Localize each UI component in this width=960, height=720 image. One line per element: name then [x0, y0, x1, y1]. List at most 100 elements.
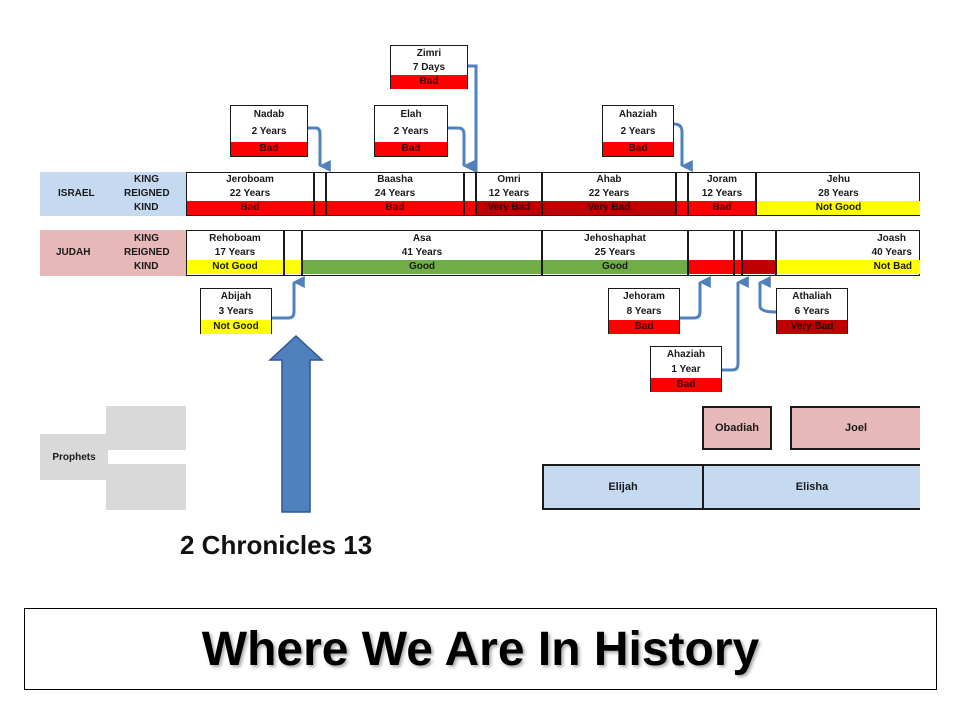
israel-row-label-kind: KIND: [134, 202, 159, 213]
israel-king-joram: Joram 12 Years Bad: [688, 172, 756, 216]
callout-name: Nadab: [253, 109, 285, 120]
callout-years: 2 Years: [251, 126, 287, 137]
callout-athaliah: Athaliah 6 Years Very Bad: [776, 288, 848, 334]
connector-arrows: [268, 64, 777, 513]
king-name: Ahab: [596, 174, 622, 185]
judah-gap-abijah: [284, 230, 302, 276]
israel-label: ISRAEL: [58, 188, 95, 199]
king-years: 22 Years: [588, 188, 630, 199]
king-name: Joram: [706, 174, 737, 185]
ahaziah-kind-strip: [735, 260, 741, 274]
callout-name: Abijah: [220, 291, 252, 302]
prophets-label-box: Prophets: [40, 434, 108, 480]
israel-gap-ahaziah: [676, 172, 688, 216]
judah-king-rehoboam: Rehoboam 17 Years Not Good: [186, 230, 284, 276]
callout-jehoram: Jehoram 8 Years Bad: [608, 288, 680, 334]
judah-row-label-king: KING: [134, 233, 159, 244]
judah-label: JUDAH: [56, 247, 91, 258]
ahaziah-kind-strip: [677, 201, 687, 215]
jehoram-kind-strip: [689, 260, 733, 274]
arrow-nadab: [308, 126, 331, 172]
israel-gap-nadab: [314, 172, 326, 216]
judah-king-joash: Joash 40 Years Not Bad: [776, 230, 920, 276]
judah-king-asa: Asa 41 Years Good: [302, 230, 542, 276]
callout-elah: Elah 2 Years Bad: [374, 105, 448, 157]
page-title: Where We Are In History: [201, 622, 760, 676]
big-up-arrow: [268, 334, 324, 513]
prophet-elisha: Elisha: [702, 464, 920, 510]
callout-ahaziah-israel: Ahaziah 2 Years Bad: [602, 105, 674, 157]
callout-kind: Bad: [391, 75, 467, 89]
king-name: Asa: [412, 233, 432, 244]
scripture-reference: 2 Chronicles 13: [180, 530, 373, 560]
king-years: 28 Years: [818, 188, 859, 199]
title-box: Where We Are In History: [24, 608, 937, 690]
israel-king-omri: Omri 12 Years Very Bad: [476, 172, 542, 216]
callout-years: 6 Years: [794, 306, 830, 317]
king-kind: Not Good: [757, 201, 920, 215]
callout-kind: Bad: [231, 142, 307, 156]
nadab-kind-strip: [315, 201, 325, 215]
king-years: 12 Years: [488, 188, 530, 199]
prophet-elijah: Elijah: [542, 464, 704, 510]
israel-king-baasha: Baasha 24 Years Bad: [326, 172, 464, 216]
king-name: Omri: [497, 174, 521, 185]
israel-king-jehu: Jehu 28 Years Not Good: [756, 172, 920, 216]
prophets-label: Prophets: [52, 451, 96, 463]
king-kind: Bad: [187, 201, 313, 215]
arrow-ahaziah-israel: [673, 122, 693, 172]
king-name: Jehu: [826, 174, 851, 185]
callout-years: 2 Years: [393, 126, 429, 137]
callout-name: Ahaziah: [666, 349, 706, 360]
king-kind: Very Bad: [543, 201, 675, 215]
israel-row-label-reigned: REIGNED: [124, 188, 170, 199]
king-name: Jehoshaphat: [584, 233, 646, 244]
arrow-ahaziah-judah: [722, 276, 749, 372]
athaliah-kind-strip: [743, 260, 775, 274]
king-years: 25 Years: [594, 247, 636, 258]
arrow-abijah: [272, 276, 305, 320]
callout-zimri: Zimri 7 Days Bad: [390, 45, 468, 89]
callout-kind: Bad: [609, 320, 679, 334]
callout-kind: Not Good: [201, 320, 271, 334]
prophet-name: Elijah: [608, 481, 638, 493]
king-kind: Not Good: [187, 260, 283, 274]
callout-name: Ahaziah: [618, 109, 658, 120]
abijah-kind-strip: [285, 260, 301, 274]
callout-kind: Bad: [603, 142, 673, 156]
line-zimri: [468, 64, 478, 172]
king-kind: Very Bad: [477, 201, 541, 215]
callout-years: 3 Years: [218, 306, 254, 317]
israel-row-label-king: KING: [134, 174, 159, 185]
callout-years: 8 Years: [626, 306, 662, 317]
arrow-jehoram: [680, 276, 711, 320]
king-years: 17 Years: [214, 247, 256, 258]
callout-kind: Bad: [375, 142, 447, 156]
callout-nadab: Nadab 2 Years Bad: [230, 105, 308, 157]
arrow-elah: [448, 126, 475, 172]
callout-years: 1 Year: [671, 364, 701, 375]
callout-name: Zimri: [416, 48, 442, 59]
callout-kind: Bad: [651, 378, 721, 392]
prophet-obadiah: Obadiah: [702, 406, 772, 450]
elah-kind-strip: [465, 201, 475, 215]
callout-kind: Very Bad: [777, 320, 847, 334]
arrow-athaliah: [758, 276, 777, 314]
prophets-gray-block-top: [106, 406, 186, 450]
prophet-joel: Joel: [790, 406, 920, 450]
king-name: Rehoboam: [209, 233, 261, 244]
prophet-name: Obadiah: [714, 422, 759, 434]
prophet-name: Joel: [844, 422, 867, 434]
callout-ahaziah-judah: Ahaziah 1 Year Bad: [650, 346, 722, 392]
king-kind: Bad: [689, 201, 755, 215]
israel-gap-elah: [464, 172, 476, 216]
prophet-name: Elisha: [795, 481, 829, 493]
king-kind: Bad: [327, 201, 463, 215]
callout-name: Elah: [400, 109, 422, 120]
callout-name: Athaliah: [792, 291, 832, 302]
king-kind: Good: [543, 260, 687, 274]
callout-years: 7 Days: [412, 62, 446, 73]
judah-gap-jehoram: [688, 230, 734, 276]
king-name: Joash: [877, 233, 906, 244]
israel-king-jeroboam: Jeroboam 22 Years Bad: [186, 172, 314, 216]
